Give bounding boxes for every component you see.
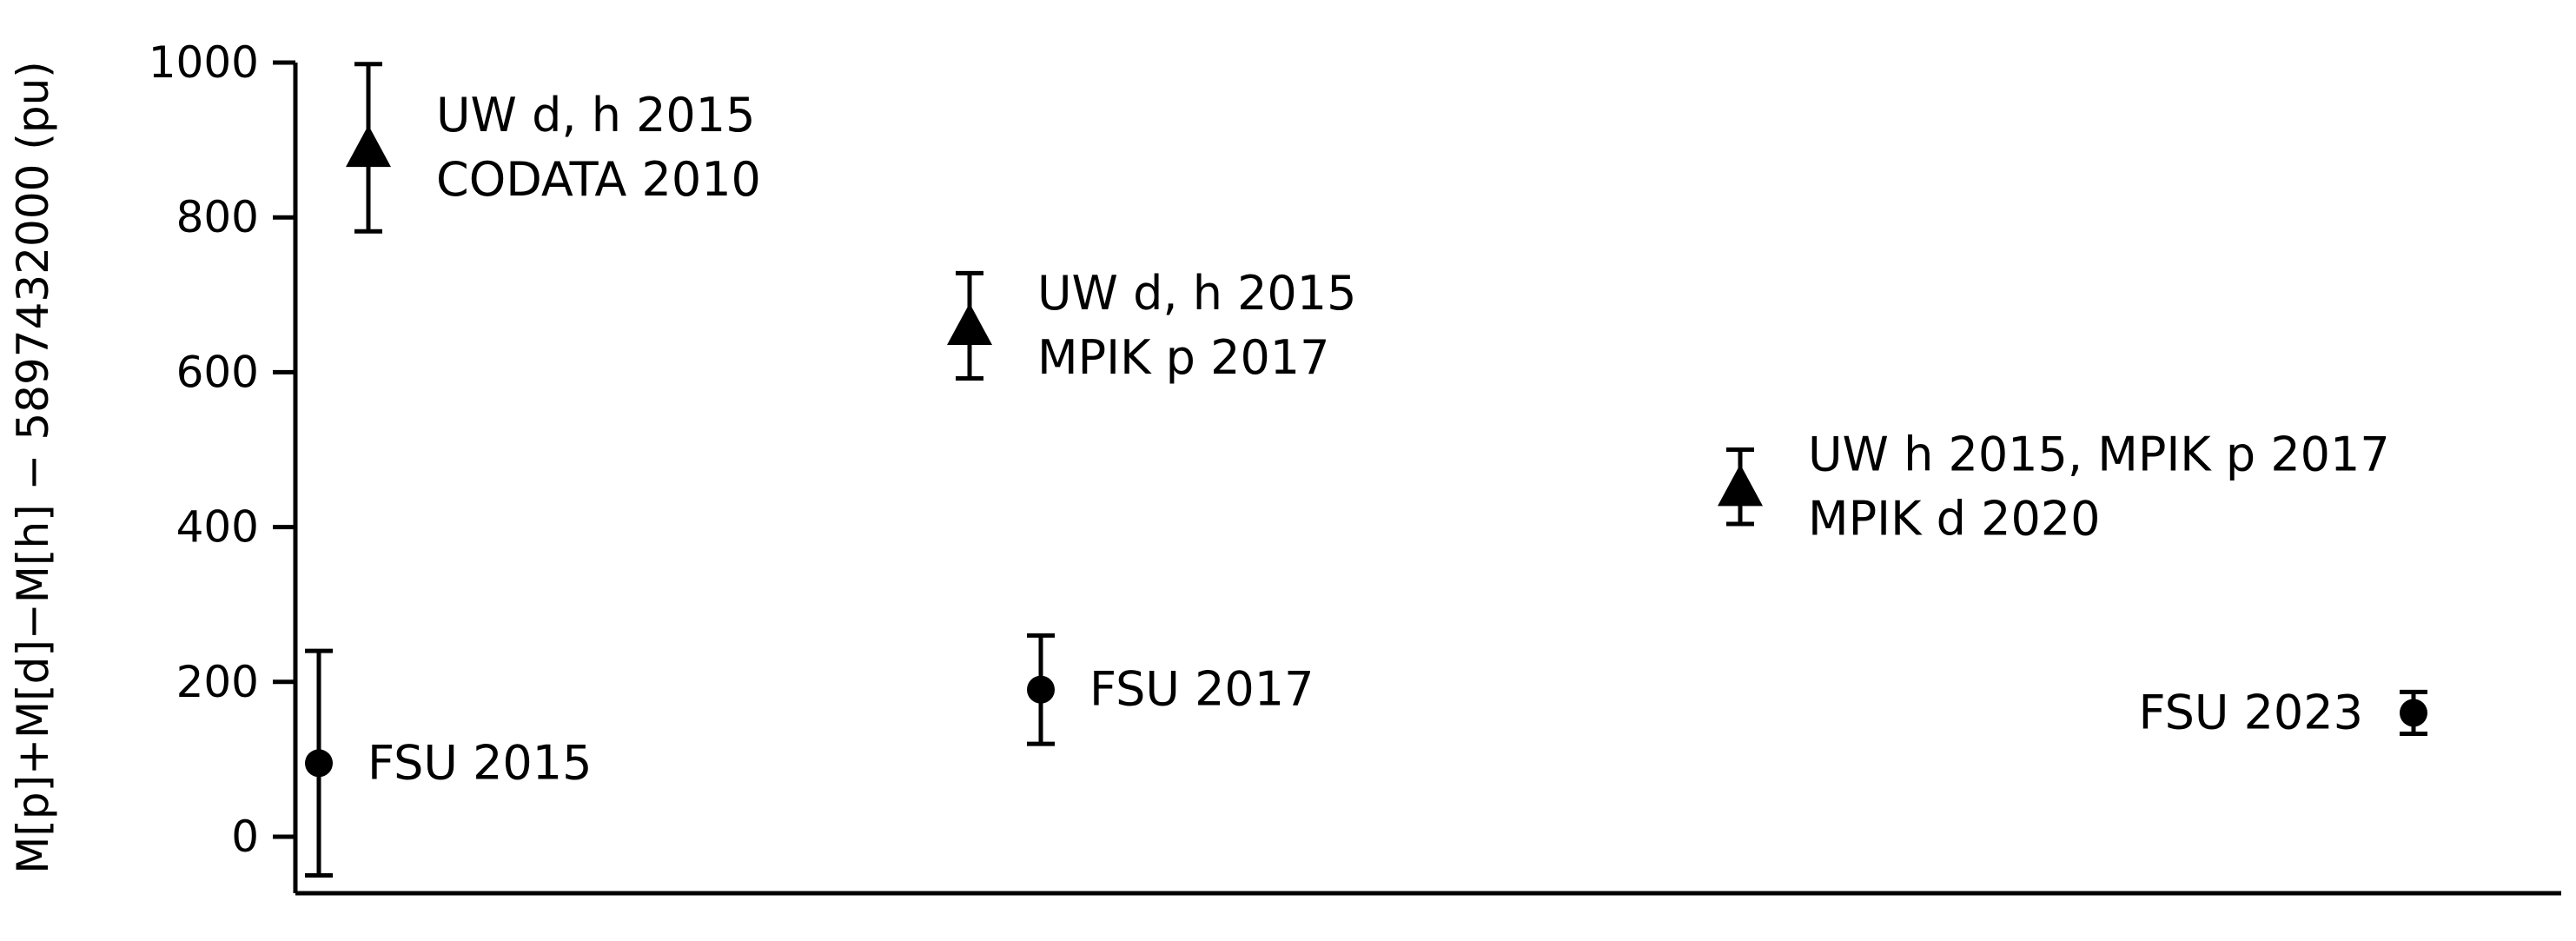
y-tick-label: 800 (176, 192, 259, 242)
point-label: UW d, h 2015 (1037, 266, 1357, 321)
y-tick-label: 200 (176, 657, 259, 707)
triangle-marker (1718, 464, 1763, 507)
point-label: MPIK d 2020 (1808, 491, 2101, 546)
point-label: CODATA 2010 (436, 152, 761, 207)
axes (293, 63, 2561, 896)
y-tick-label: 1000 (149, 37, 259, 88)
data-point-group: FSU 2015 (305, 648, 593, 878)
y-tick-label: 600 (176, 347, 259, 397)
y-axis-label: M[p]+M[d]−M[h] − 5897432000 (pu) (8, 61, 58, 874)
triangle-marker (947, 302, 992, 346)
y-tick-label: 400 (176, 502, 259, 553)
point-label: UW d, h 2015 (436, 88, 756, 142)
point-label: UW h 2015, MPIK p 2017 (1808, 427, 2390, 481)
y-tick-label: 0 (231, 812, 259, 862)
point-label: FSU 2023 (2138, 685, 2363, 739)
circle-marker (2400, 699, 2427, 727)
circle-marker (1027, 675, 1055, 704)
circle-marker (305, 749, 333, 778)
point-label: FSU 2015 (368, 735, 593, 790)
y-ticks: 0 200 400 600 800 1000 (149, 37, 295, 862)
point-label: FSU 2017 (1089, 662, 1314, 717)
point-label: MPIK p 2017 (1037, 330, 1330, 385)
data-point-group: FSU 2023 (2138, 685, 2427, 739)
triangle-marker (346, 125, 391, 168)
data-point-group: FSU 2017 (1027, 633, 1314, 746)
